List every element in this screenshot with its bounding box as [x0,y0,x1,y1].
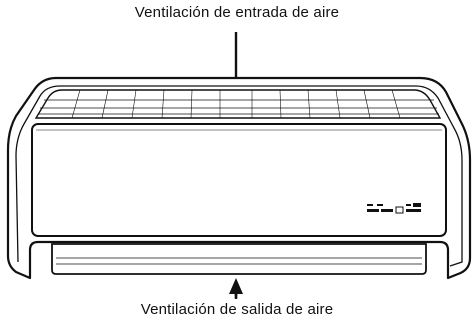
air-outlet-vent [51,243,427,275]
air-outlet-arrow [229,278,243,299]
air-inlet-label: Ventilación de entrada de aire [134,4,340,21]
housing-inner-contour [15,85,463,267]
air-outlet-label: Ventilación de salida de aire [140,301,334,318]
front-panel [31,123,447,237]
indicator-display [367,203,421,214]
air-inlet-grille [34,89,442,119]
